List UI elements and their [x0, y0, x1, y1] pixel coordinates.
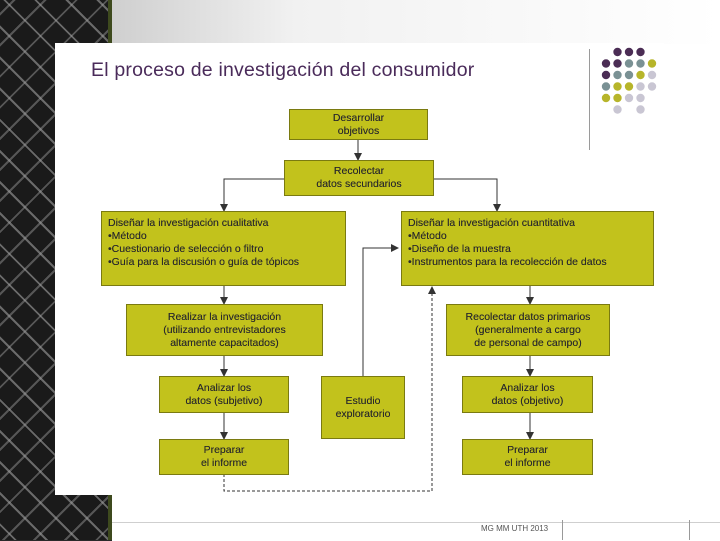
box-text-line: (generalmente a cargo	[475, 323, 581, 336]
box-text-line: Recolectar	[333, 165, 385, 177]
box-text-line: •Instrumentos para la recolección de dat…	[408, 256, 607, 268]
box-realizar-investigacion: Realizar la investigación(utilizando ent…	[126, 304, 323, 356]
connector-secundarios-to-cuantitativa	[433, 178, 501, 212]
box-text-line: •Cuestionario de selección o filtro	[108, 243, 264, 255]
box-text-line: Diseñar la investigación cualitativa	[108, 217, 269, 229]
box-text-line: exploratorio	[335, 407, 391, 420]
box-text-line: altamente capacitados)	[170, 336, 279, 349]
connector-secundarios-to-cualitativa	[220, 178, 284, 212]
box-text-line: •Diseño de la muestra	[408, 243, 511, 255]
box-text-line: el informe	[504, 457, 551, 469]
box-investigacion-cualitativa: Diseñar la investigación cualitativa•Mét…	[101, 211, 346, 286]
box-recolectar-datos-primarios: Recolectar datos primarios(generalmente …	[446, 304, 610, 356]
box-text-line: Preparar	[507, 444, 548, 456]
background-top-strip	[112, 0, 720, 44]
box-text-line: Estudio	[345, 394, 381, 407]
title-divider	[589, 49, 590, 150]
connector-estudio-to-cuantitativa	[362, 244, 399, 376]
box-text-line: Diseñar la investigación cuantitativa	[408, 217, 575, 229]
box-text-line: objetivos	[337, 124, 380, 137]
footer-separator-left	[562, 520, 563, 540]
box-text-line: Recolectar datos primarios	[465, 310, 591, 323]
footer-separator-right	[689, 520, 690, 540]
footer-bar	[112, 522, 720, 541]
box-text-line: de personal de campo)	[474, 336, 582, 349]
connector-dashed-loop	[223, 286, 436, 492]
slide-title: El proceso de investigación del consumid…	[91, 59, 475, 81]
box-text-line: (utilizando entrevistadores	[163, 323, 286, 336]
box-text-line: Analizar los	[196, 381, 252, 394]
box-text-line: el informe	[200, 457, 248, 469]
box-text-line: Preparar	[203, 444, 245, 456]
box-text-line: •Guía para la discusión o guía de tópico…	[108, 256, 300, 268]
box-text-line: •Método	[108, 230, 147, 242]
footer-text: MG MM UTH 2013	[481, 524, 549, 533]
box-text-line: datos (subjetivo)	[185, 394, 263, 407]
box-text-line: datos (objetivo)	[491, 394, 564, 407]
box-investigacion-cuantitativa: Diseñar la investigación cuantitativa•Mé…	[401, 211, 654, 286]
box-text-line: Realizar la investigación	[167, 310, 282, 323]
box-text-line: Desarrollar	[332, 111, 385, 124]
box-text-line: datos secundarios	[316, 178, 402, 190]
box-text-line: •Método	[408, 230, 447, 242]
box-text-line: Analizar los	[500, 381, 555, 394]
